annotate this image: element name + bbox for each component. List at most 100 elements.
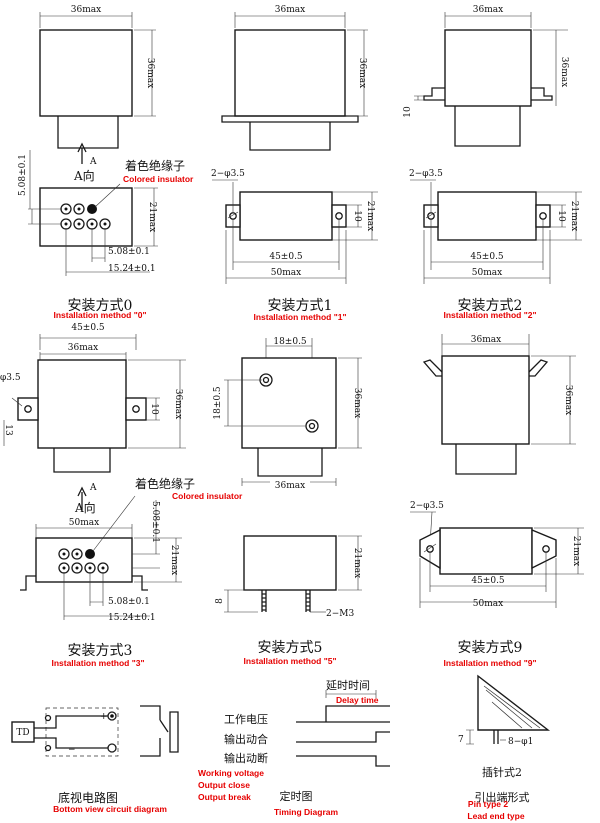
dim-pin-pitch: 5.08±0.1 [108, 247, 150, 257]
a-view-label: A向 [73, 168, 95, 183]
dim-height: 36max [563, 385, 573, 415]
dim-pin-row: 5.08±0.1 [150, 501, 160, 543]
relay-bottom [39, 187, 133, 247]
title-method-5-en: Installation method "5" [243, 656, 336, 666]
relay-top [439, 527, 533, 575]
bracket-right [528, 359, 549, 377]
method-1-side-view: 36max 36max [221, 5, 368, 151]
flange-right [531, 528, 557, 570]
mount-hole-right [335, 212, 343, 220]
method-2-top-view: 2−φ3.5 10 21max 45±0.5 50max [409, 169, 582, 284]
relay-base [455, 444, 517, 475]
dim-width: 21max [169, 545, 179, 575]
stud-right [305, 590, 311, 612]
dim-length: 50max [69, 518, 99, 528]
dim-pin-pitch: 5.08±0.1 [108, 597, 150, 607]
dim-width: 36max [68, 343, 98, 353]
output-close-en: Output close [198, 780, 250, 790]
title-circuit: 底视电路图 [58, 790, 118, 805]
dim-flange: 10 [149, 403, 159, 415]
flange-right [125, 397, 147, 421]
title-method-3: 安装方式3 [68, 643, 133, 659]
relay-body [39, 29, 133, 117]
relay-body [243, 535, 337, 591]
td-block [11, 721, 35, 743]
relay-base [57, 116, 119, 149]
colored-insulator-pin-2 [85, 549, 95, 559]
title-method-1-en: Installation method "1" [253, 312, 346, 322]
output-break-zh: 输出动断 [224, 751, 268, 765]
method-1-top-view: 2−φ3.5 10 21max 45±0.5 50max [211, 169, 378, 284]
dim-hole-spacing: 45±0.5 [470, 252, 504, 262]
lead-end-zh: 引出端形式 [475, 790, 530, 804]
dim-flange-height: 13 [3, 424, 13, 436]
working-voltage-en: Working voltage [198, 768, 264, 778]
dim-hole-spacing: 45±0.5 [71, 323, 105, 333]
dim-width: 36max [471, 335, 501, 345]
dim-width: 21max [352, 548, 362, 578]
method-9-top-view: 2−φ3.5 21max 45±0.5 50max [410, 501, 584, 609]
relay-body [241, 357, 337, 449]
method-3-side-view: 45±0.5 36max φ3.5 10 36max 13 [0, 323, 186, 473]
relay-body [441, 355, 530, 445]
mounting-plate [221, 115, 359, 123]
colored-insulator-zh-2: 着色绝缘子 [135, 476, 195, 491]
dim-height: 36max [173, 389, 183, 419]
title-method-3-en: Installation method "3" [51, 658, 144, 668]
dim-width: 21max [571, 536, 581, 566]
output-break-en: Output break [198, 792, 251, 802]
stud-left [261, 590, 267, 612]
dim-pin-span: 15.24±0.1 [108, 264, 156, 274]
mount-hole-left [229, 212, 237, 220]
relay-bottom [35, 537, 133, 583]
dim-pin-span: 15.24±0.1 [108, 613, 156, 623]
dim-pin-row: 5.08±0.1 [18, 154, 28, 196]
title-method-1: 安装方式1 [268, 298, 333, 314]
colored-insulator-en-2: Colored insulator [172, 491, 243, 501]
dim-pin-length: 7 [458, 735, 464, 745]
title-circuit-en: Bottom view circuit diagram [53, 804, 167, 814]
dim-pin-diameter: 8−φ1 [508, 737, 533, 747]
working-voltage-zh: 工作电压 [224, 713, 268, 726]
relay-base [53, 448, 111, 473]
dim-hole-x: 18±0.5 [273, 337, 307, 347]
output-close-zh: 输出动合 [224, 732, 268, 746]
title-method-9: 安装方式9 [458, 640, 523, 656]
relay-body [234, 29, 346, 117]
lead-end-en: Lead end type [467, 811, 524, 821]
dim-hole: φ3.5 [0, 373, 21, 383]
dim-flange: 10 [556, 210, 566, 222]
dim-hole-spacing: 45±0.5 [471, 576, 505, 586]
dim-length: 50max [271, 268, 301, 278]
method-9-side-view: 36max 36max [422, 334, 576, 475]
title-method-2-en: Installation method "2" [443, 310, 536, 320]
relay-top [437, 191, 537, 241]
dim-width: 36max [71, 5, 101, 15]
view-arrow-up-2 [77, 486, 87, 510]
dim-stud: 8 [215, 598, 225, 604]
dim-width: 36max [275, 481, 305, 491]
a-view-label-2: A向 [74, 500, 96, 515]
dim-thread: 2−M3 [326, 609, 354, 619]
dim-length: 50max [473, 599, 503, 609]
colored-insulator-zh: 着色绝缘子 [125, 158, 185, 173]
dim-flange: 10 [352, 210, 362, 222]
dim-holes: 2−φ3.5 [409, 169, 443, 179]
polarity-plus: + [100, 712, 108, 722]
view-arrow-label-2: A [89, 483, 97, 493]
method-0-side-view: 36max 36max [39, 5, 156, 149]
relay-base [249, 122, 331, 151]
pin-body [477, 674, 551, 731]
bottom-view-circuit: TD + − 底视电路图 Bottom view circuit diagram [11, 705, 179, 814]
timing-diagram: 延时时间 Delay time 工作电压 输出动合 输出动断 Working v… [198, 679, 390, 817]
signal-output-close [296, 731, 390, 743]
dim-width: 21max [147, 202, 157, 232]
td-label: TD [16, 728, 29, 738]
relay-top [239, 191, 333, 241]
dim-width: 36max [473, 5, 503, 15]
signal-output-break [296, 755, 390, 767]
mount-hole-left [427, 212, 435, 220]
lead-end-type: 7 8−φ1 插针式2 引出端形式 Pin type 2 Lead end ty… [458, 674, 551, 821]
dim-height: 36max [352, 388, 362, 418]
